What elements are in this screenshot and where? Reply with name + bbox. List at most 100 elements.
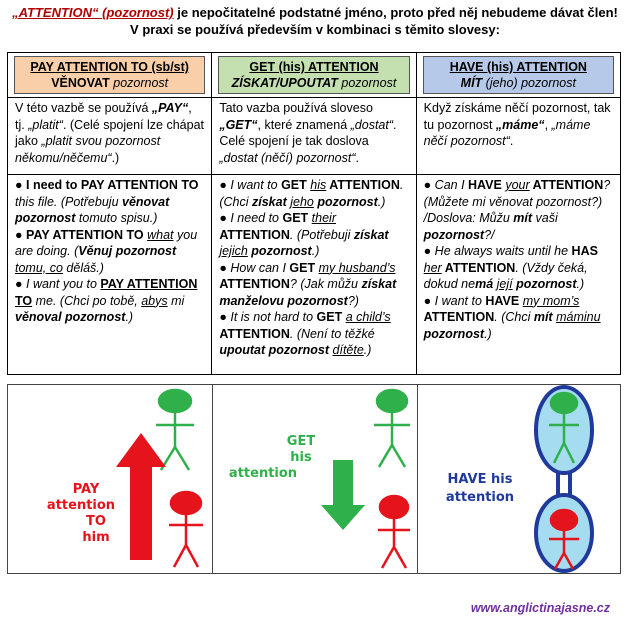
text-run: pozornost <box>313 194 378 209</box>
head-pay-verb: VĚNOVAT <box>51 76 110 90</box>
examples-pay: ● I need to PAY ATTENTION TO this file. … <box>6 174 213 375</box>
text-run: jeho <box>290 194 314 209</box>
text-run: me. (Chci po tobě, <box>32 293 142 308</box>
text-run: ATTENTION <box>219 227 290 242</box>
have-attention-illustration: HAVE his attention <box>418 385 622 573</box>
title-line1: je nepočitatelné podstatné jméno, proto … <box>173 5 618 20</box>
text-run: ● It is not hard to <box>219 310 317 324</box>
text-run: „máme“ <box>495 117 545 132</box>
text-run: ? (Jak můžu <box>289 277 362 291</box>
head-have-rest: (jeho) pozornost <box>482 76 576 90</box>
text-run: dítěte <box>332 343 364 357</box>
text-run: GET <box>281 178 307 192</box>
title-word: „ATTENTION“ (pozornost) <box>12 5 174 20</box>
intro-text: „ATTENTION“ (pozornost) je nepočitatelné… <box>0 4 630 38</box>
text-run: .) <box>484 326 492 341</box>
text-run: you are doing. ( <box>15 227 198 259</box>
pay-attention-label: attention <box>47 498 115 513</box>
text-run: PAY ATTENTION TO <box>26 227 144 242</box>
text-run: ATTENTION <box>529 178 604 192</box>
text-run: má <box>475 277 494 291</box>
text-run: .) <box>377 194 386 209</box>
red-figure-icon <box>169 490 203 568</box>
text-run: .) <box>576 277 585 291</box>
text-run: „PAY“ <box>151 101 189 115</box>
get-label: GET <box>287 434 316 449</box>
text-run: . <box>355 150 359 165</box>
text-run: Tato vazba používá sloveso <box>219 101 373 115</box>
text-run: získat <box>251 194 287 209</box>
get-attention-illustration: GET his attention <box>213 385 418 573</box>
head-box-have: HAVE (his) ATTENTION MÍT (jeho) pozornos… <box>422 56 614 94</box>
example-item: ● He always waits until he HAS her ATTEN… <box>424 243 613 293</box>
text-run: . (Vždy čeká, dokud ne <box>423 260 588 292</box>
head-pay-title: PAY ATTENTION TO (sb/st) <box>30 60 189 74</box>
text-run: máminu <box>556 310 601 324</box>
text-run: ATTENTION <box>219 277 290 291</box>
col-head-pay: PAY ATTENTION TO (sb/st) VĚNOVAT pozorno… <box>6 52 213 98</box>
text-run: mi <box>167 293 185 308</box>
text-run: my husband’s <box>318 260 396 275</box>
head-get-verb: ZÍSKAT/UPOUTAT <box>231 76 338 90</box>
text-run: . (Chci <box>219 178 404 209</box>
website-footer: www.anglictinajasne.cz <box>470 601 610 615</box>
text-run: ?) <box>347 293 359 308</box>
text-run: získat <box>353 227 389 242</box>
text-run: „GET“ <box>219 117 258 132</box>
col-head-have: HAVE (his) ATTENTION MÍT (jeho) pozornos… <box>415 52 622 98</box>
text-run: ATTENTION <box>423 310 495 324</box>
examples-get: ● I want to GET his ATTENTION. (Chci zís… <box>211 174 417 375</box>
text-run: mít <box>533 310 553 324</box>
text-run: .) <box>125 310 134 324</box>
green-figure-icon <box>374 388 410 468</box>
text-run: . (Není to těžké <box>289 326 375 341</box>
text-run: HAVE <box>468 178 502 192</box>
text-run: jejich <box>219 244 248 258</box>
text-run: získat manželovu pozornost <box>219 277 397 308</box>
text-run: GET <box>316 310 343 324</box>
get-attention-label: attention <box>229 466 297 481</box>
text-run: her <box>423 260 442 275</box>
text-run: „platit svou pozornost někomu/něčemu“ <box>15 134 161 165</box>
text-run: GET <box>289 260 316 275</box>
red-figure-icon <box>378 494 410 569</box>
text-run: . (Celé spojení lze chápat jako <box>15 117 204 149</box>
pay-label: PAY <box>73 482 100 497</box>
text-run: ● <box>15 227 27 242</box>
text-run: „platit“ <box>28 117 63 132</box>
illustration-row: PAY attention TO him GET his attention <box>7 384 621 574</box>
example-item: ● I need to GET their ATTENTION. (Potřeb… <box>219 210 408 260</box>
text-run: . Celé spojení je tak doslova <box>219 117 397 149</box>
text-run: upoutat pozornost <box>219 343 330 357</box>
text-run: PAY ATTENTION TO <box>15 277 198 308</box>
text-run: vaši <box>532 211 558 225</box>
text-run: ● I want to <box>423 293 486 308</box>
example-item: ● I want you to PAY ATTENTION TO me. (Ch… <box>15 276 204 326</box>
desc-pay: V této vazbě se používá „PAY“, tj. „plat… <box>6 97 213 175</box>
head-pay-rest: pozornost <box>109 76 169 90</box>
text-run: , které znamená <box>257 117 351 132</box>
text-run: , <box>544 117 552 132</box>
text-run: pozornost <box>423 326 485 341</box>
text-run: „dostat (něčí) pozornost“ <box>219 150 356 165</box>
example-item: ● Can I HAVE your ATTENTION? (Můžete mi … <box>424 177 613 243</box>
text-run: pozornost <box>247 244 312 258</box>
text-run: ● I want to <box>219 178 282 192</box>
head-get-title: GET (his) ATTENTION <box>249 60 379 74</box>
text-run: I need to <box>26 178 81 192</box>
title-line2: V praxi se používá především v kombinaci… <box>130 22 500 37</box>
example-item: ● I need to PAY ATTENTION TO this file. … <box>15 177 204 227</box>
text-run: my mom’s <box>522 293 580 308</box>
green-figure-icon <box>156 388 194 471</box>
text-run: this file. (Potřebuju <box>15 194 122 209</box>
text-run: ● I need to <box>219 211 283 225</box>
examples-have: ● Can I HAVE your ATTENTION? (Můžete mi … <box>415 174 622 375</box>
head-box-get: GET (his) ATTENTION ZÍSKAT/UPOUTAT pozor… <box>218 56 410 94</box>
desc-have: Když získáme něčí pozornost, tak tu pozo… <box>415 97 622 175</box>
text-run: pozornost <box>512 277 577 291</box>
head-have-title: HAVE (his) ATTENTION <box>449 60 587 74</box>
text-run: pozornost <box>423 227 485 242</box>
text-run: mít <box>513 211 533 225</box>
text-run: their <box>311 211 336 225</box>
text-run: ? (Můžete mi věnovat pozornost?) /Doslov… <box>423 178 611 225</box>
